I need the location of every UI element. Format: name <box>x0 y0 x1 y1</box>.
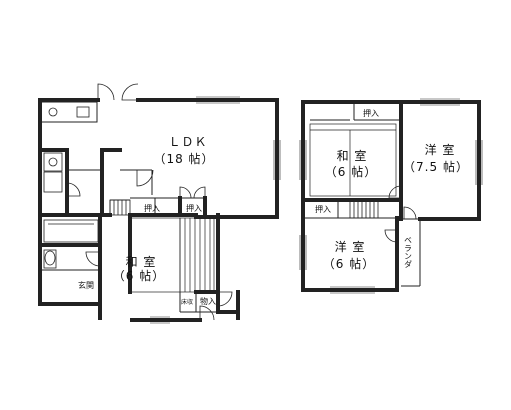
oshiire-label-2f-a: 押入 <box>363 108 379 118</box>
yukashita-label: 床収 <box>181 298 193 306</box>
floor-1 <box>38 83 281 324</box>
washitsu-name-2f: 和 室 <box>337 148 368 163</box>
tatami-area-2f <box>309 123 397 197</box>
youshitsu1-name: 洋 室 <box>425 142 456 157</box>
oshiire-label-2f-b: 押入 <box>315 204 331 214</box>
stairs-2f <box>349 199 379 219</box>
floor-2 <box>299 98 483 294</box>
floor-2-partitions <box>303 102 421 287</box>
kitchen-stove <box>76 106 90 118</box>
ldk-name: ＬＤＫ <box>168 135 207 149</box>
doors-2f <box>384 185 417 243</box>
monoire-label: 物入 <box>200 296 216 306</box>
washitsu-name-1f: 和 室 <box>126 254 157 269</box>
windows-1f <box>150 96 281 324</box>
ldk-size: （18 帖） <box>153 151 214 166</box>
veranda-label: ベランダ <box>404 236 413 268</box>
doors-1f <box>66 83 233 321</box>
youshitsu1-size: （7.5 帖） <box>403 159 469 174</box>
oshiire-label-1f-a: 押入 <box>144 203 160 213</box>
youshitsu2-size: （6 帖） <box>323 256 375 271</box>
washitsu-size-2f: （6 帖） <box>325 164 377 179</box>
tatami-area-1f <box>129 217 219 293</box>
kitchen-sink <box>48 107 58 117</box>
oshiire-label-1f-b: 押入 <box>186 203 202 213</box>
youshitsu2-name: 洋 室 <box>335 239 366 254</box>
windows-2f <box>299 98 483 294</box>
kitchen-counter <box>39 101 98 123</box>
stairs-1f <box>109 199 131 216</box>
entrance-label: 玄関 <box>78 280 94 290</box>
bath-fixtures <box>43 152 99 269</box>
washitsu-size-1f: （6 帖） <box>113 268 165 283</box>
